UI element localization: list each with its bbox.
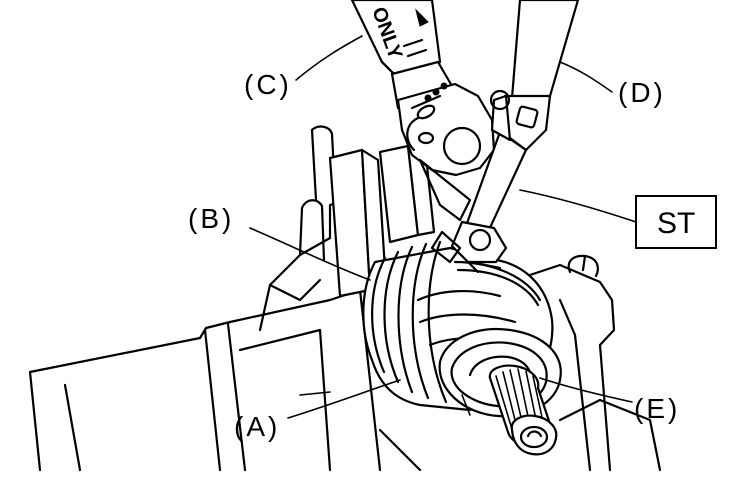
leader-lines	[249, 35, 637, 419]
label-d: (D)	[618, 77, 666, 108]
label-c: (C)	[244, 69, 292, 100]
splined-shaft	[488, 364, 558, 456]
band-pliers: ONLY	[350, 0, 496, 222]
label-st: ST	[657, 207, 695, 240]
label-a: (A)	[234, 411, 280, 442]
bracket-plates	[328, 144, 436, 298]
special-tool-st	[430, 0, 580, 274]
right-housing	[528, 254, 662, 472]
label-e: (E)	[634, 393, 680, 424]
label-b: (B)	[188, 203, 234, 234]
